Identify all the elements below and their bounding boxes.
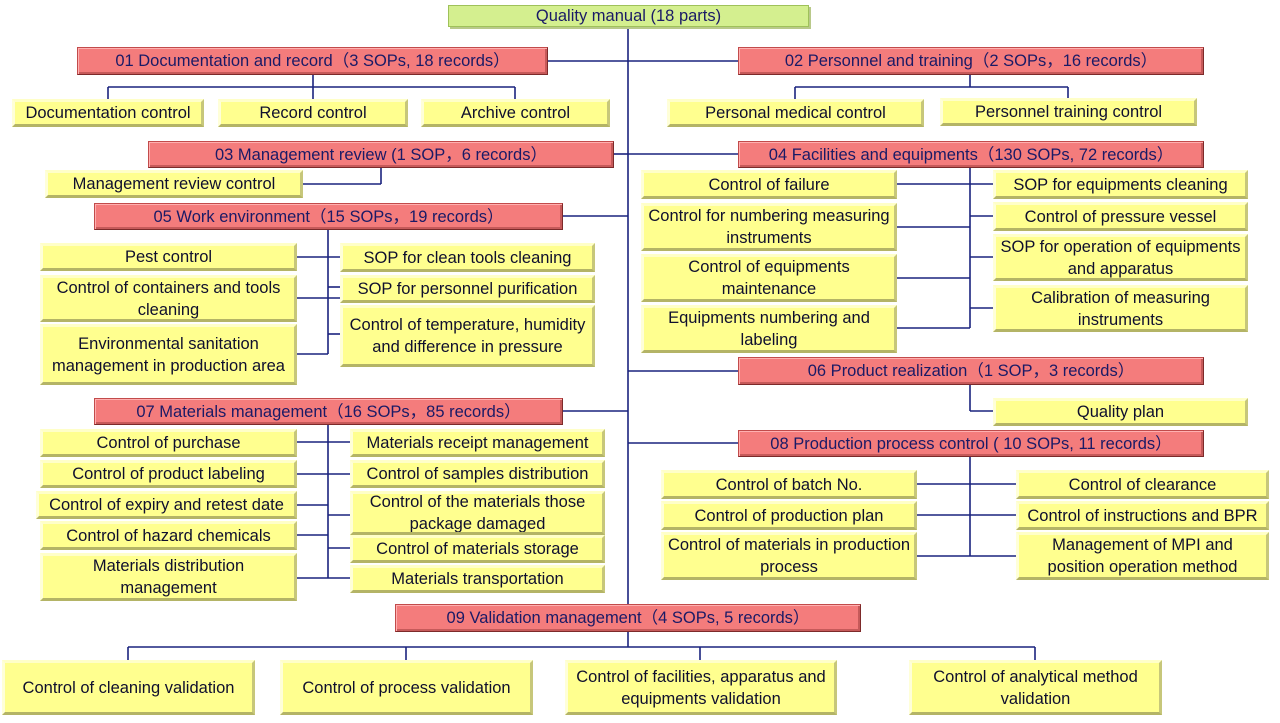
section-01-documentation-record: 01 Documentation and record（3 SOPs, 18 r… xyxy=(77,47,548,75)
leaf-equipments-maintenance: Control of equipments maintenance xyxy=(641,254,897,302)
leaf-production-plan: Control of production plan xyxy=(661,501,917,530)
leaf-materials-in-production: Control of materials in production proce… xyxy=(661,532,917,580)
leaf-pest-control: Pest control xyxy=(40,243,297,271)
leaf-record-control: Record control xyxy=(218,99,408,127)
leaf-control-of-clearance: Control of clearance xyxy=(1016,470,1269,499)
leaf-samples-distribution: Control of samples distribution xyxy=(350,460,605,488)
leaf-personnel-training-control: Personnel training control xyxy=(940,98,1197,126)
leaf-temperature-humidity-pressure: Control of temperature, humidity and dif… xyxy=(340,305,595,367)
leaf-product-labeling: Control of product labeling xyxy=(40,460,297,488)
leaf-environmental-sanitation: Environmental sanitation management in p… xyxy=(40,324,297,385)
section-02-personnel-training: 02 Personnel and training（2 SOPs，16 reco… xyxy=(738,47,1204,75)
leaf-pressure-vessel: Control of pressure vessel xyxy=(993,202,1248,231)
section-07-materials-management: 07 Materials management（16 SOPs，85 recor… xyxy=(94,398,563,425)
leaf-cleaning-validation: Control of cleaning validation xyxy=(2,660,255,715)
section-05-work-environment: 05 Work environment（15 SOPs，19 records） xyxy=(94,203,563,230)
section-09-validation-management: 09 Validation management（4 SOPs, 5 recor… xyxy=(395,604,861,632)
leaf-facilities-apparatus-validation: Control of facilities, apparatus and equ… xyxy=(565,660,837,715)
leaf-documentation-control: Documentation control xyxy=(12,99,204,127)
leaf-equipments-numbering-labeling: Equipments numbering and labeling xyxy=(641,305,897,353)
leaf-quality-plan: Quality plan xyxy=(993,398,1248,426)
leaf-materials-distribution: Materials distribution management xyxy=(40,553,297,601)
leaf-sop-personnel-purification: SOP for personnel purification xyxy=(340,275,595,303)
leaf-sop-operation-equipments: SOP for operation of equipments and appa… xyxy=(993,234,1248,281)
leaf-instructions-bpr: Control of instructions and BPR xyxy=(1016,501,1269,530)
leaf-materials-transportation: Materials transportation xyxy=(350,565,605,593)
leaf-analytical-method-validation: Control of analytical method validation xyxy=(909,660,1162,715)
leaf-numbering-measuring-instruments: Control for numbering measuring instrume… xyxy=(641,203,897,251)
leaf-calibration-measuring-instruments: Calibration of measuring instruments xyxy=(993,285,1248,332)
leaf-package-damaged: Control of the materials those package d… xyxy=(350,491,605,535)
section-08-production-process-control: 08 Production process control ( 10 SOPs,… xyxy=(738,430,1204,457)
root-quality-manual: Quality manual (18 parts) xyxy=(448,5,809,27)
leaf-hazard-chemicals: Control of hazard chemicals xyxy=(40,521,297,550)
leaf-sop-clean-tools-cleaning: SOP for clean tools cleaning xyxy=(340,243,595,272)
leaf-mpi-position-operation: Management of MPI and position operation… xyxy=(1016,532,1269,580)
leaf-batch-no: Control of batch No. xyxy=(661,470,917,499)
leaf-materials-receipt: Materials receipt management xyxy=(350,429,605,457)
section-03-management-review: 03 Management review (1 SOP，6 records） xyxy=(148,141,614,168)
leaf-materials-storage: Control of materials storage xyxy=(350,535,605,563)
leaf-sop-equipments-cleaning: SOP for equipments cleaning xyxy=(993,170,1248,199)
leaf-control-of-purchase: Control of purchase xyxy=(40,429,297,457)
section-04-facilities-equipments: 04 Facilities and equipments（130 SOPs, 7… xyxy=(738,141,1204,168)
leaf-process-validation: Control of process validation xyxy=(280,660,533,715)
leaf-archive-control: Archive control xyxy=(421,99,610,127)
leaf-management-review-control: Management review control xyxy=(45,170,303,198)
leaf-personal-medical-control: Personal medical control xyxy=(667,99,924,127)
section-06-product-realization: 06 Product realization（1 SOP，3 records） xyxy=(738,357,1204,385)
leaf-control-of-failure: Control of failure xyxy=(641,170,897,199)
leaf-expiry-retest-date: Control of expiry and retest date xyxy=(36,491,297,519)
leaf-containers-tools-cleaning: Control of containers and tools cleaning xyxy=(40,275,297,322)
